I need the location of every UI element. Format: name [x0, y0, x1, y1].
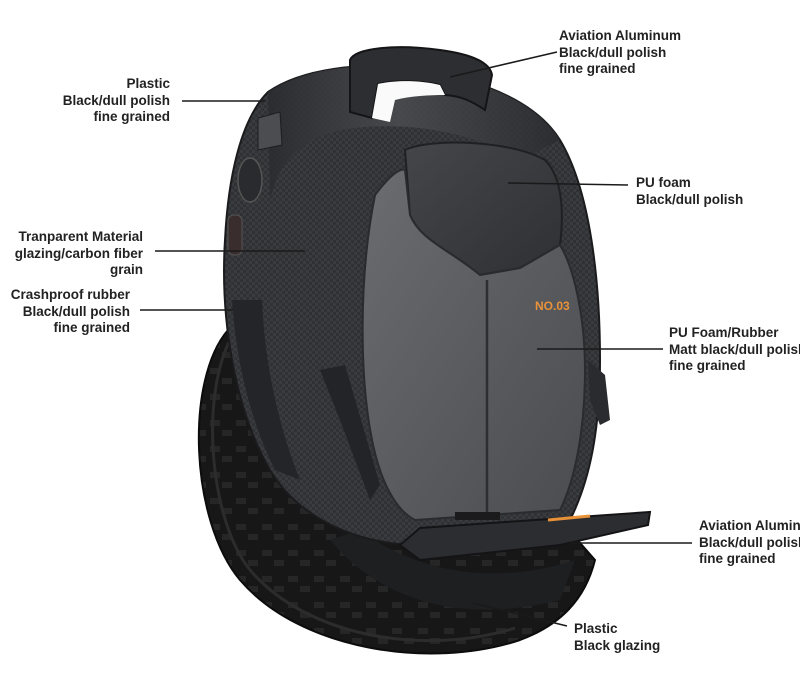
callout-handle: Aviation Aluminum Black/dull polish fine…: [559, 28, 682, 76]
pedal: [398, 510, 652, 562]
handle: [349, 46, 494, 122]
callout-mudguard: Plastic Black glazing: [574, 621, 661, 653]
logo: NO.03: [535, 299, 570, 313]
side-rib: [320, 365, 380, 500]
side-controls: [227, 111, 283, 256]
side-hook: [588, 360, 610, 425]
callout-top-shell: Plastic Black/dull polish fine grained: [62, 76, 170, 124]
leader-lines: [140, 51, 692, 627]
callout-bumper: Crashproof rubber Black/dull polish fine…: [10, 287, 130, 335]
mudguard: [330, 530, 575, 610]
callout-lower-pad: PU Foam/Rubber Matt black/dull polish fi…: [669, 325, 800, 373]
callout-pedal: Aviation Aluminum Black/dull polish fine…: [699, 518, 800, 566]
lower-pad: [361, 168, 587, 522]
callout-upper-pad: PU foam Black/dull polish: [636, 175, 744, 207]
callout-side-panel: Tranparent Material glazing/carbon fiber…: [14, 229, 143, 277]
